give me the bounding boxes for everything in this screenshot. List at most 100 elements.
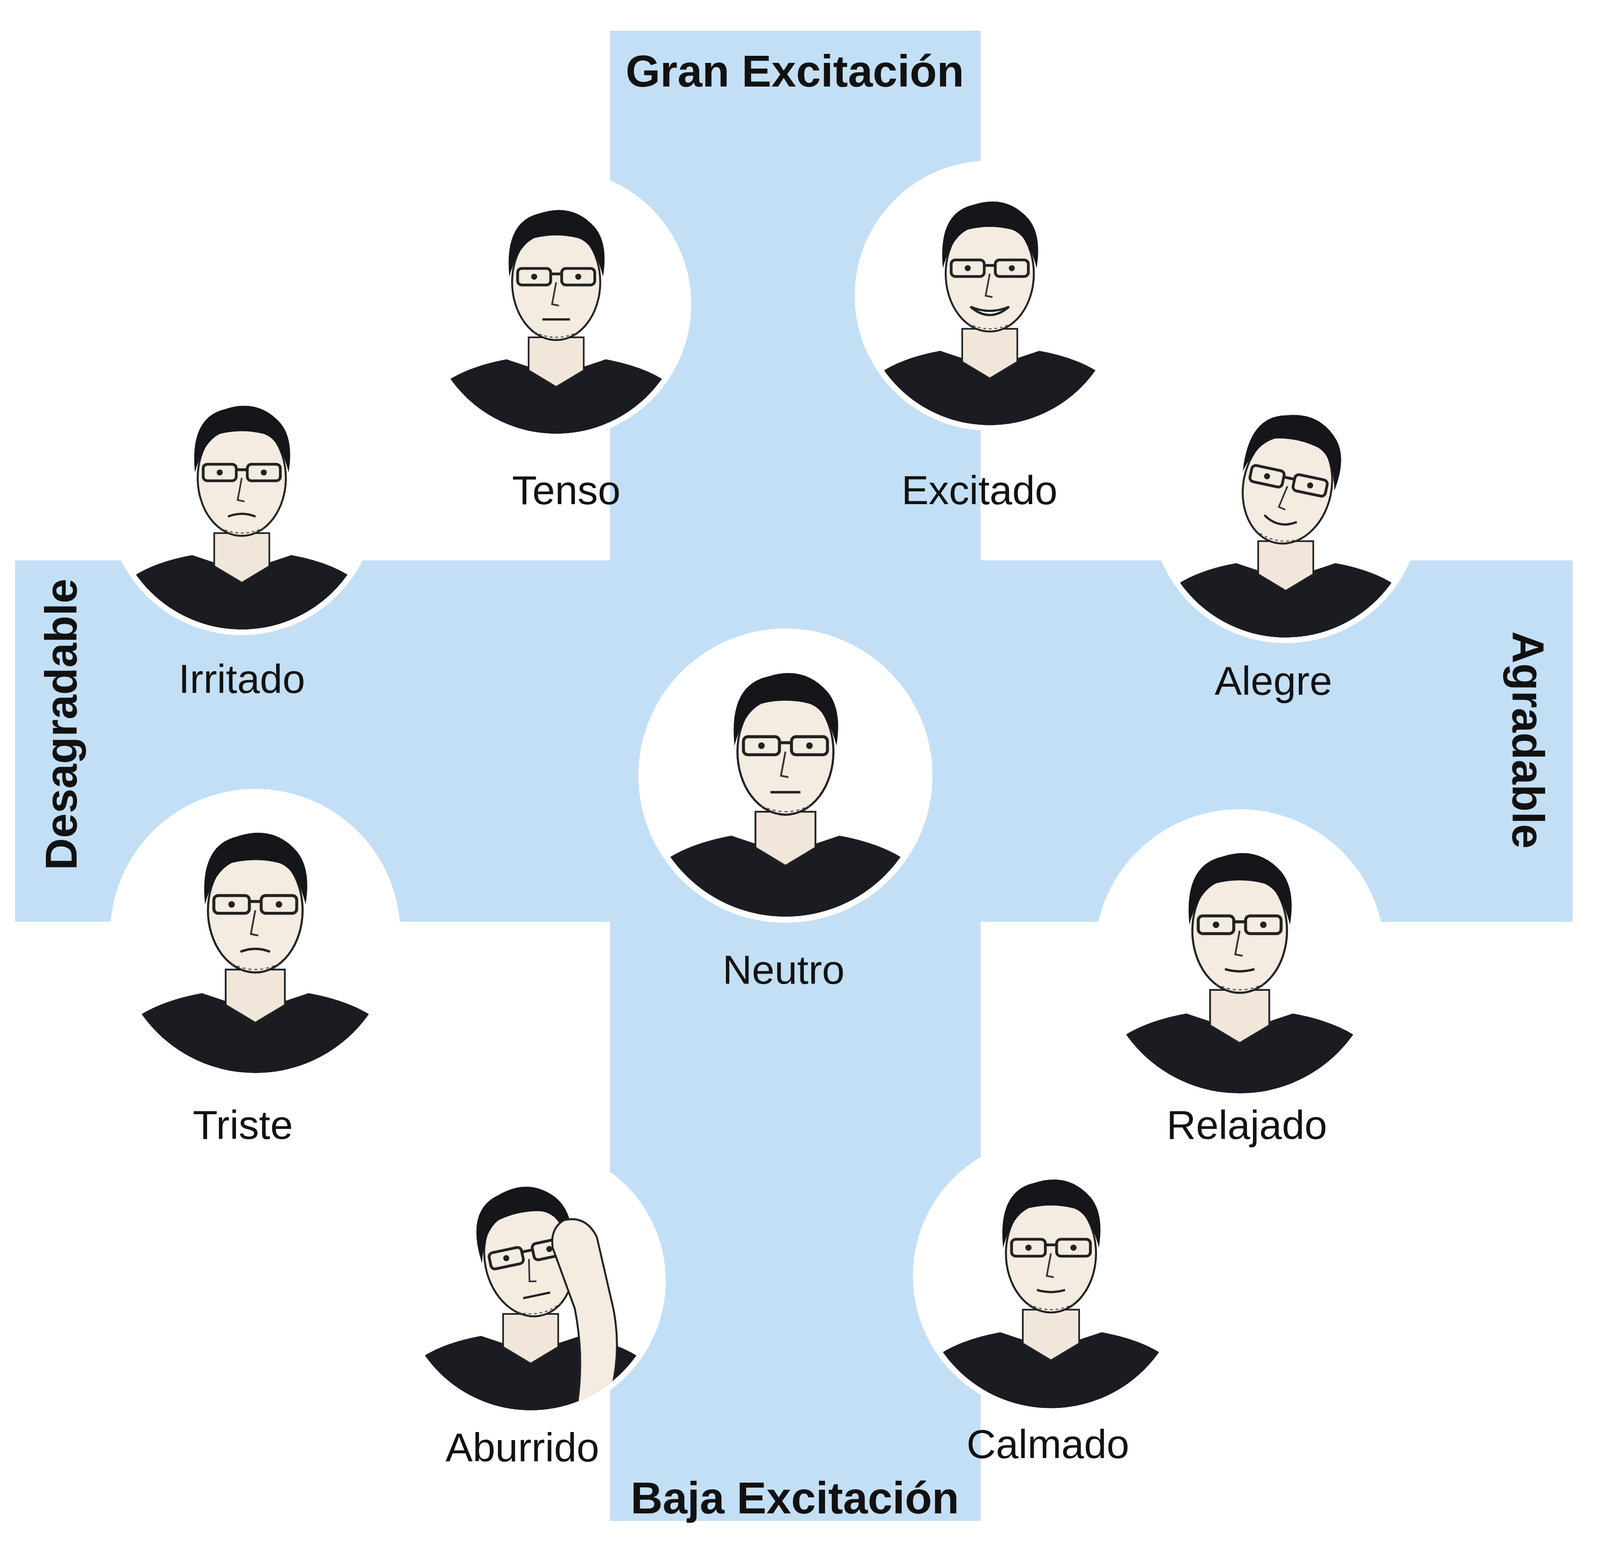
photo-border	[423, 171, 688, 436]
stubble	[1028, 1303, 1074, 1310]
eye	[1008, 265, 1015, 272]
photo-border	[398, 1148, 663, 1413]
head	[942, 201, 1039, 332]
emotion-label: Relajado	[1166, 1102, 1327, 1148]
head	[203, 832, 307, 973]
neck	[1258, 541, 1314, 592]
neck	[503, 1313, 559, 1364]
photo-border	[1153, 375, 1418, 641]
axis-label: Agradable	[1503, 631, 1552, 849]
glasses	[995, 260, 1029, 277]
portrait-circle	[418, 166, 695, 443]
glasses	[1233, 920, 1246, 923]
stubble	[967, 323, 1012, 330]
glasses	[1292, 473, 1329, 497]
glasses	[779, 740, 792, 744]
mouth	[542, 318, 570, 321]
stubble	[219, 527, 264, 534]
glasses	[791, 736, 828, 755]
neck	[755, 811, 816, 866]
mouth	[1036, 1289, 1066, 1292]
portrait	[852, 201, 1128, 434]
stubble	[1254, 530, 1299, 545]
mouth	[970, 306, 1009, 315]
stubble	[761, 805, 810, 812]
hair	[1002, 1179, 1101, 1248]
glasses	[203, 464, 237, 481]
hair	[733, 672, 839, 746]
eye	[1070, 1243, 1077, 1251]
nose	[551, 281, 559, 306]
photo-border	[1097, 811, 1383, 1096]
head	[1228, 405, 1350, 553]
eye	[260, 469, 268, 476]
eye	[758, 742, 766, 749]
nose	[250, 909, 259, 935]
mouth	[1225, 968, 1255, 972]
mouth	[1263, 515, 1297, 528]
emotion-portrait: Relajado	[1091, 806, 1388, 1148]
head	[508, 209, 605, 340]
mouth	[240, 948, 270, 952]
nose	[1278, 485, 1291, 510]
nose	[1235, 930, 1244, 956]
eye	[228, 900, 235, 908]
glasses	[1198, 915, 1234, 934]
portrait-circle	[104, 362, 380, 638]
emotion-portrait: Calmado	[910, 1134, 1192, 1467]
portrait	[392, 1177, 669, 1418]
glasses	[488, 1246, 525, 1270]
stubble	[517, 1302, 563, 1318]
emotion-label: Aburrido	[445, 1424, 600, 1470]
mouth	[522, 1292, 550, 1298]
glasses	[517, 268, 551, 285]
axis-label: Gran Excitación	[625, 46, 965, 96]
glasses	[521, 1249, 533, 1253]
eye	[1025, 1243, 1032, 1251]
mouth	[770, 790, 801, 793]
glasses	[1283, 477, 1295, 480]
glasses	[1249, 464, 1286, 488]
hair	[942, 201, 1039, 269]
emotion-label: Excitado	[901, 467, 1058, 513]
cross-band	[15, 30, 1573, 1521]
emotion-portrait: Tenso	[418, 166, 695, 513]
glasses	[550, 272, 562, 276]
glasses	[213, 895, 250, 914]
hair	[203, 832, 307, 905]
portrait	[635, 672, 936, 926]
portrait-circle	[107, 785, 404, 1082]
emotion-label: Calmado	[966, 1421, 1130, 1467]
head	[733, 672, 839, 815]
portrait-circle	[1091, 806, 1388, 1103]
mouth	[227, 513, 256, 517]
glasses	[236, 468, 248, 471]
emotion-label: Tenso	[512, 467, 621, 513]
hair	[1188, 852, 1292, 925]
eye	[502, 1254, 510, 1262]
nose	[524, 1258, 537, 1283]
photo-border	[113, 791, 398, 1076]
eye	[574, 273, 582, 280]
portrait-circle	[392, 1142, 669, 1419]
hair	[194, 405, 291, 473]
head	[1002, 1179, 1101, 1313]
photo-border	[109, 367, 374, 633]
emotion-portrait: Aburrido	[392, 1142, 669, 1470]
neck	[214, 532, 270, 583]
nose	[1046, 1252, 1054, 1278]
photo-border	[915, 1140, 1187, 1411]
eye	[1306, 481, 1314, 489]
photo-border	[641, 631, 930, 920]
axis-label: Baja Excitación	[630, 1473, 960, 1522]
stubble	[1216, 983, 1264, 990]
portrait-circle	[635, 625, 936, 926]
stubble	[231, 963, 279, 970]
emotion-label: Triste	[192, 1102, 294, 1148]
emotion-portrait: Irritado	[104, 362, 380, 701]
glasses	[1045, 1243, 1057, 1246]
portrait-circle	[852, 157, 1128, 434]
emotion-label: Irritado	[178, 656, 306, 702]
eye	[806, 742, 813, 749]
eye	[275, 900, 283, 908]
